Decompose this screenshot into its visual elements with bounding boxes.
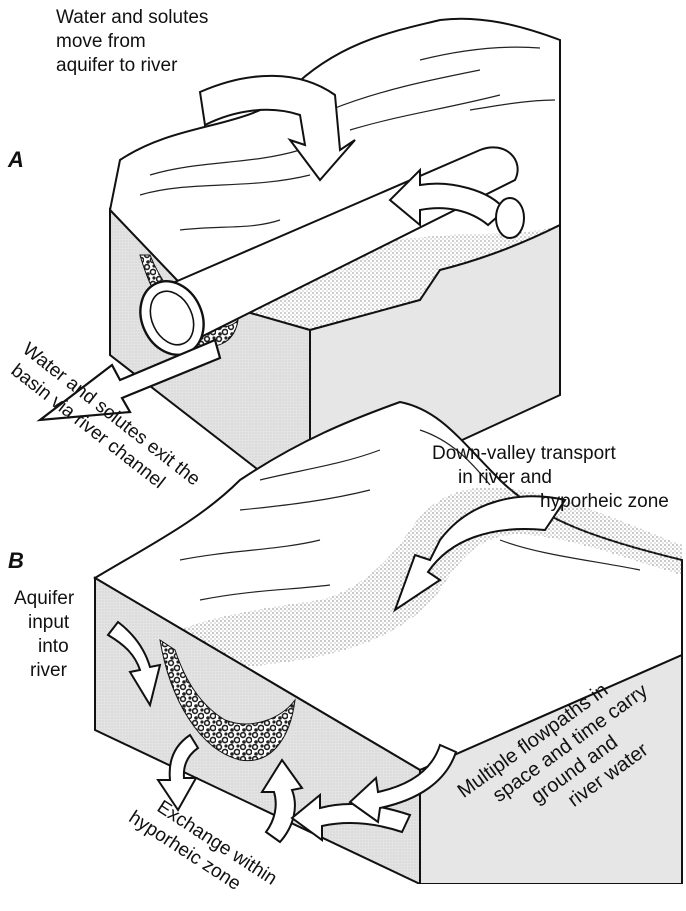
side-inflow-cap bbox=[496, 198, 524, 238]
label-aquifer-input-line-4: river bbox=[14, 659, 74, 683]
label-aquifer-to-river-line-1: Water and solutes bbox=[56, 6, 208, 30]
label-down-valley: Down-valley transport in river and hypor… bbox=[432, 442, 669, 514]
label-aquifer-to-river: Water and solutes move from aquifer to r… bbox=[56, 6, 208, 78]
label-aquifer-to-river-line-2: move from bbox=[56, 30, 208, 54]
label-aquifer-input-line-3: into bbox=[14, 635, 74, 659]
label-aquifer-to-river-line-3: aquifer to river bbox=[56, 54, 208, 78]
label-down-valley-line-1: Down-valley transport bbox=[432, 442, 669, 466]
label-aquifer-input: Aquifer input into river bbox=[14, 587, 74, 683]
panel-label-a: A bbox=[8, 147, 24, 173]
label-aquifer-input-line-2: input bbox=[14, 611, 74, 635]
label-aquifer-input-line-1: Aquifer bbox=[14, 587, 74, 611]
label-down-valley-line-2: in river and bbox=[432, 466, 669, 490]
label-down-valley-line-3: hyporheic zone bbox=[432, 490, 669, 514]
panel-label-b: B bbox=[8, 548, 24, 574]
